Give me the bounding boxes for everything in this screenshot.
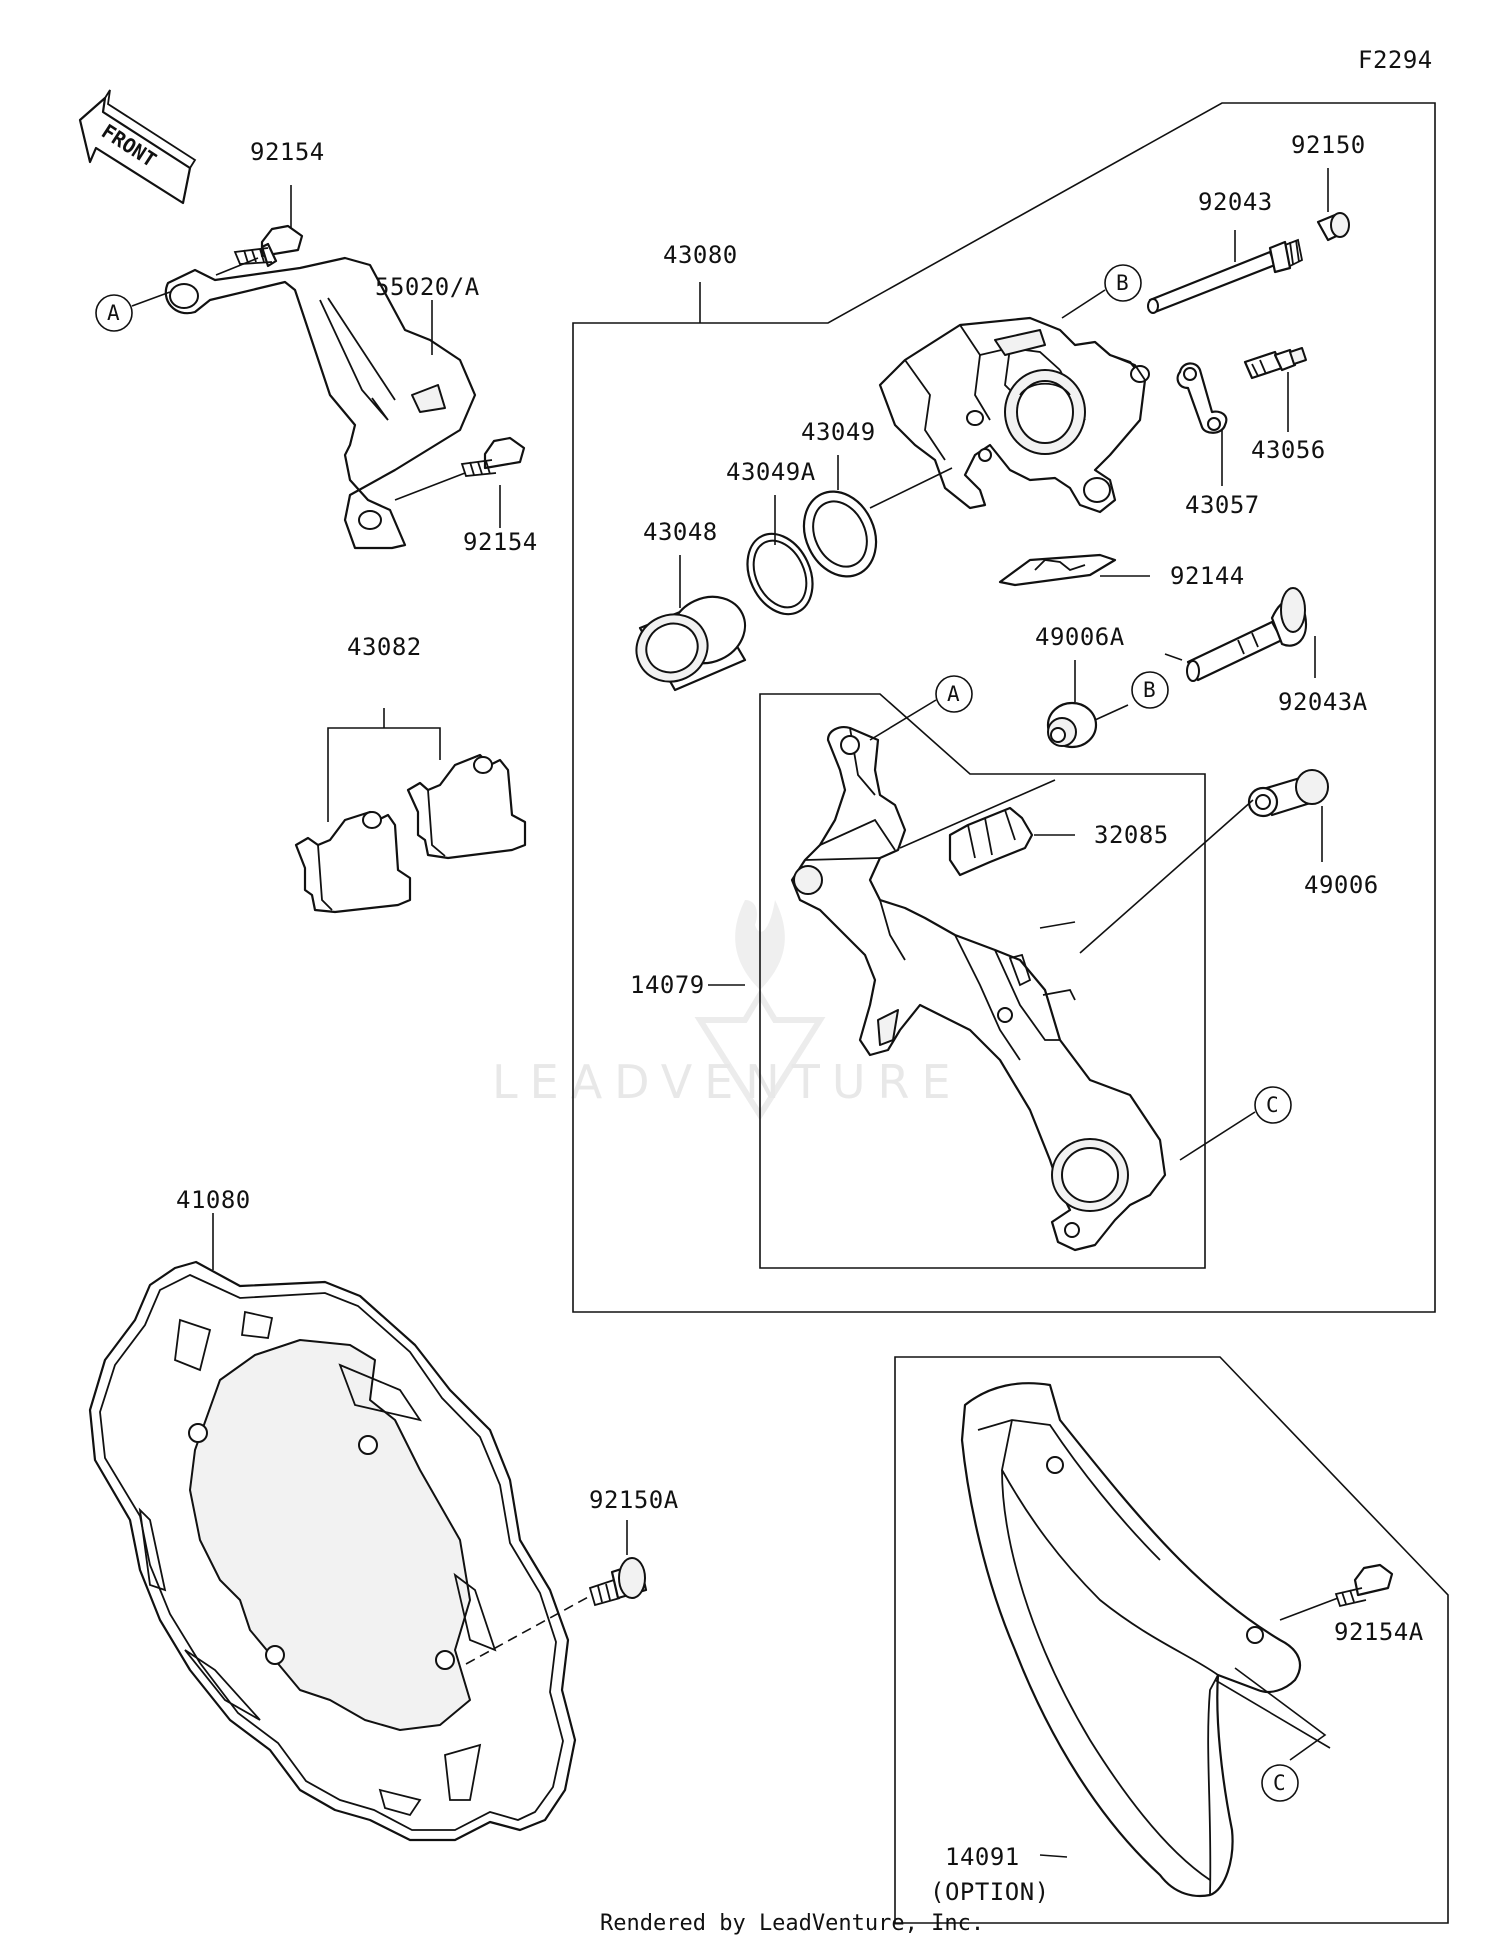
label-92144: 92144 (1170, 562, 1245, 590)
bleeder-43056 (1243, 347, 1307, 380)
bolt-92150A (588, 1557, 648, 1607)
svg-text:A: A (107, 301, 120, 325)
ref-marker-b-top: B (1104, 264, 1142, 302)
label-43082: 43082 (347, 633, 422, 661)
label-92154A: 92154A (1334, 1618, 1424, 1646)
piston-43048 (635, 595, 747, 692)
bolt-92154-bottom (460, 436, 526, 477)
bracket-box (759, 693, 1206, 1269)
spring-92144 (998, 553, 1117, 587)
ref-marker-c-mid: C (1254, 1086, 1292, 1124)
label-43049A: 43049A (726, 458, 816, 486)
ref-marker-b-mid: B (1131, 671, 1169, 709)
label-49006: 49006 (1304, 871, 1379, 899)
bolt-92154-top (233, 224, 304, 268)
front-arrow-icon: FRONT (78, 89, 197, 205)
pin-92043 (1147, 238, 1304, 314)
svg-text:B: B (1116, 271, 1129, 295)
label-43049: 43049 (801, 418, 876, 446)
caliper-body (878, 316, 1150, 514)
label-43056: 43056 (1251, 436, 1326, 464)
pin-92043A (1186, 587, 1308, 682)
label-55020A: 55020/A (375, 273, 480, 301)
cap-43057 (1176, 362, 1228, 434)
seal-43049A (746, 532, 814, 616)
disc-guard-14091 (960, 1382, 1302, 1898)
caliper-bracket-14079 (790, 726, 1167, 1252)
boot-49006 (1247, 769, 1329, 818)
diagram-code: F2294 (1358, 46, 1433, 74)
boot-49006A (1046, 701, 1098, 749)
svg-text:C: C (1266, 1093, 1279, 1117)
ref-marker-a-left: A (95, 294, 133, 332)
label-49006A: 49006A (1035, 623, 1125, 651)
ref-marker-c-option: C (1261, 1764, 1299, 1802)
label-43057: 43057 (1185, 491, 1260, 519)
label-32085: 32085 (1094, 821, 1169, 849)
label-92154-top: 92154 (250, 138, 325, 166)
caliper-assembly-box (572, 102, 1436, 1313)
bracket-55020 (164, 256, 477, 550)
pad-spring-32085 (948, 806, 1034, 877)
svg-text:B: B (1143, 678, 1156, 702)
svg-text:C: C (1273, 1771, 1286, 1795)
footer-credit: Rendered by LeadVenture, Inc. (600, 1911, 984, 1936)
label-43080: 43080 (663, 241, 738, 269)
option-box (894, 1356, 1449, 1924)
watermark-text: LEADVENTURE (492, 1055, 963, 1109)
label-92154-bottom: 92154 (463, 528, 538, 556)
label-92150: 92150 (1291, 131, 1366, 159)
label-92043: 92043 (1198, 188, 1273, 216)
label-92043A: 92043A (1278, 688, 1368, 716)
svg-text:A: A (947, 682, 960, 706)
label-41080: 41080 (176, 1186, 251, 1214)
label-92150A: 92150A (589, 1486, 679, 1514)
label-43048: 43048 (643, 518, 718, 546)
label-14079: 14079 (630, 971, 705, 999)
brake-pad-43082 (294, 753, 527, 914)
ref-marker-a-mid: A (935, 675, 973, 713)
option-label: (OPTION) (930, 1878, 1050, 1906)
seal-43049 (802, 490, 878, 578)
label-14091: 14091 (945, 1843, 1020, 1871)
brake-disc-41080 (88, 1260, 577, 1842)
cap-92150 (1316, 212, 1350, 242)
bolt-92154A (1334, 1563, 1394, 1608)
